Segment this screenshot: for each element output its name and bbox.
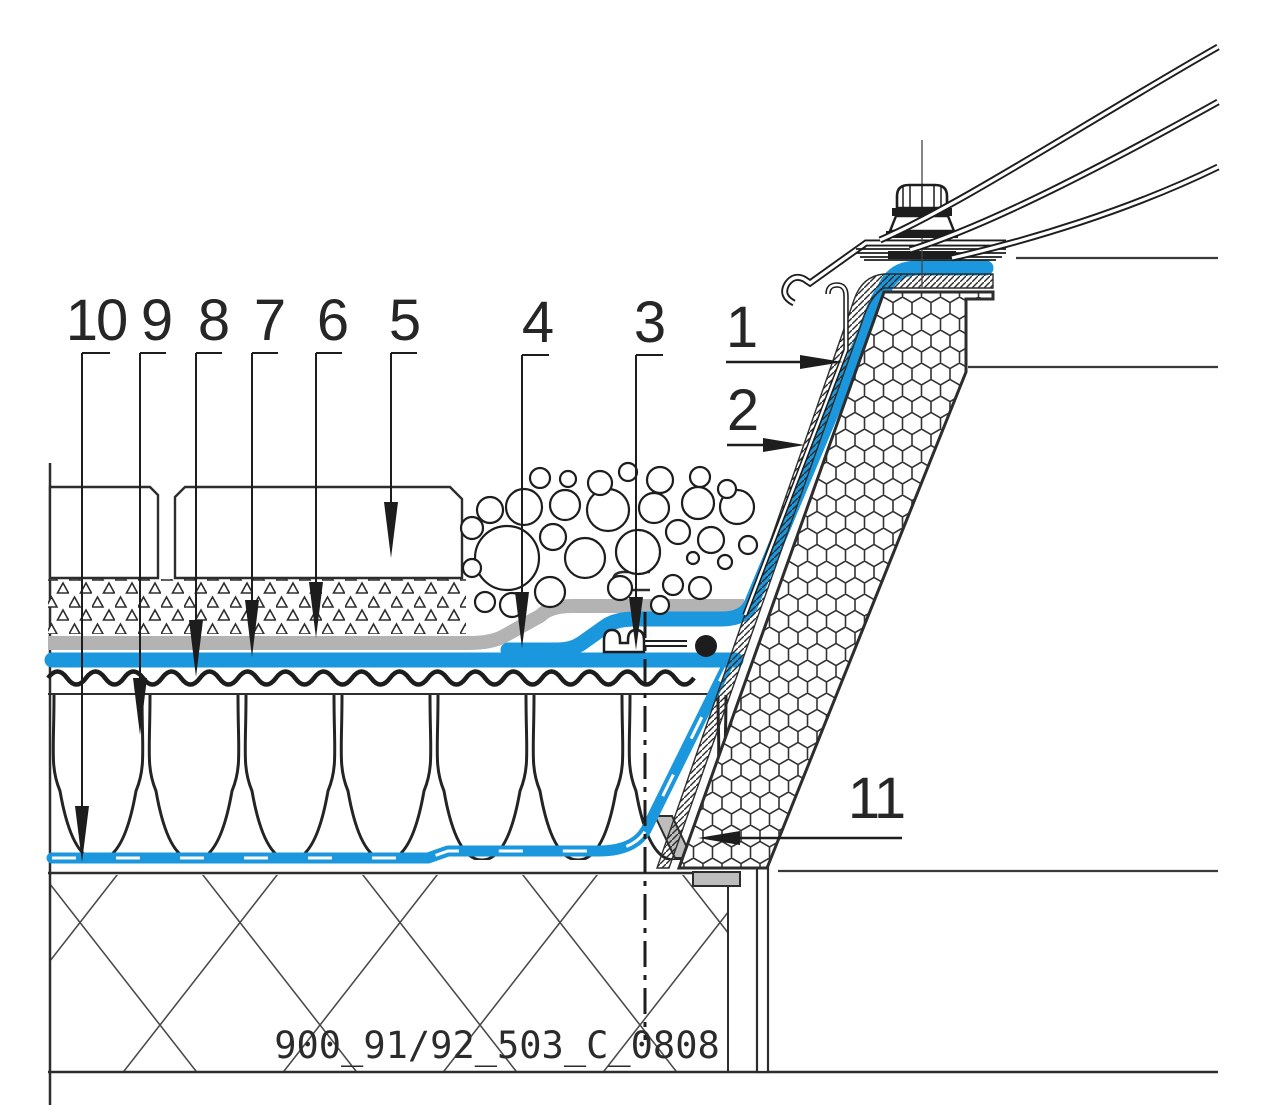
flashing-profile-inner <box>783 241 1006 305</box>
callout-7: 7 <box>245 288 286 657</box>
thermal-insulation-layer <box>50 695 730 860</box>
callout-4-label: 4 <box>522 290 553 355</box>
callout-6: 6 <box>309 288 349 638</box>
arrowhead <box>629 597 643 650</box>
arrowhead <box>133 678 147 735</box>
inner-wall-strip <box>755 865 770 1074</box>
reference-lines <box>778 256 1218 873</box>
arrowhead <box>763 438 805 452</box>
edge-trim-profile-inner <box>743 283 848 616</box>
deck-crosshatch <box>50 875 728 1072</box>
arrowhead <box>75 806 89 862</box>
parapet-upstand <box>656 273 995 870</box>
bitumen-strip <box>656 273 994 869</box>
callout-11-label: 11 <box>848 766 904 831</box>
callout-9-label: 9 <box>141 288 171 353</box>
callout-10-label: 10 <box>66 288 127 353</box>
dome-shells <box>878 43 1220 262</box>
structural-deck <box>48 463 1218 1105</box>
callout-5: 5 <box>384 288 421 558</box>
arrowhead <box>698 831 740 845</box>
fixing-rail <box>602 628 717 657</box>
gravel-ballast <box>459 461 759 619</box>
callout-11: 11 <box>698 766 906 845</box>
arrowhead <box>384 502 398 558</box>
arrowhead <box>515 592 529 648</box>
paver-slab <box>48 485 160 580</box>
callout-4: 4 <box>515 290 555 648</box>
callout-8: 8 <box>189 288 230 677</box>
callout-6-label: 6 <box>317 288 347 353</box>
callout-8-label: 8 <box>198 288 228 353</box>
callout-10: 10 <box>66 288 128 862</box>
callout-1-label: 1 <box>726 295 756 360</box>
paver-slab <box>173 485 464 580</box>
fastener-dot <box>695 635 717 657</box>
callout-2-label: 2 <box>727 378 757 443</box>
callouts: 10 9 8 7 6 5 <box>66 288 906 862</box>
callout-9: 9 <box>133 288 173 735</box>
callout-7-label: 7 <box>254 288 284 353</box>
vapour-barrier-membrane <box>46 658 734 864</box>
callout-3: 3 <box>629 290 666 650</box>
callout-5-label: 5 <box>389 288 419 353</box>
rooflight-frame <box>781 43 1220 307</box>
arrowhead <box>800 355 843 369</box>
arrowhead <box>309 582 323 638</box>
callout-1: 1 <box>726 295 843 369</box>
callout-2: 2 <box>727 378 805 452</box>
arrowhead <box>189 620 203 677</box>
pavers <box>48 485 464 580</box>
upstand-insulation-core <box>676 290 995 870</box>
callout-3-label: 3 <box>634 290 664 355</box>
separation-layer-wavy <box>46 669 696 687</box>
base-plate <box>692 871 741 887</box>
arrowhead <box>245 600 259 657</box>
drawing-code: 900_91/92_503_C_0808 <box>274 1024 720 1068</box>
